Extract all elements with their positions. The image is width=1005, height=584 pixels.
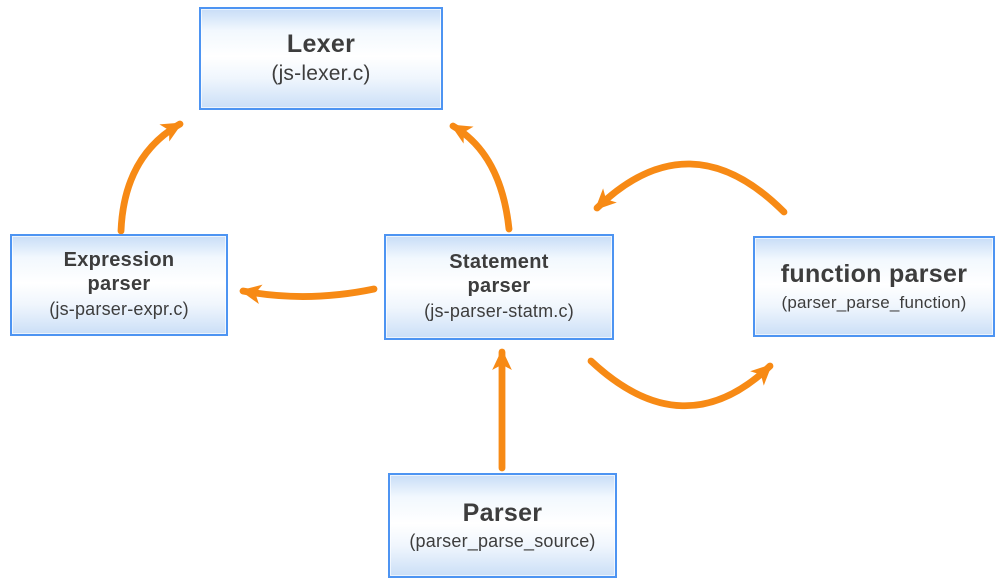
arrow-statement-parser-to-lexer	[449, 122, 513, 233]
node-statement-parser-title: Statement parser	[449, 251, 549, 297]
node-lexer: Lexer (js-lexer.c)	[199, 7, 443, 110]
node-expression-parser: Expression parser (js-parser-expr.c)	[10, 234, 228, 336]
arrow-statement-parser-to-function-parser	[587, 357, 774, 410]
node-lexer-subtitle: (js-lexer.c)	[271, 62, 371, 86]
arrow-function-parser-to-statement-parser	[593, 160, 788, 216]
node-parser-title: Parser	[462, 498, 543, 527]
node-expression-parser-title: Expression parser	[63, 249, 175, 295]
arrow-expression-parser-to-lexer	[117, 120, 184, 235]
node-statement-parser-subtitle: (js-parser-statm.c)	[424, 301, 574, 322]
node-parser: Parser (parser_parse_source)	[388, 473, 617, 578]
node-statement-parser: Statement parser (js-parser-statm.c)	[384, 234, 614, 340]
node-lexer-title: Lexer	[286, 29, 356, 58]
node-parser-subtitle: (parser_parse_source)	[409, 531, 596, 551]
node-function-parser-title: function parser	[780, 260, 968, 289]
node-function-parser-subtitle: (parser_parse_function)	[781, 292, 967, 312]
node-function-parser: function parser (parser_parse_function)	[753, 236, 995, 337]
node-expression-parser-subtitle: (js-parser-expr.c)	[49, 299, 189, 320]
arrow-statement-parser-to-expression-parser	[239, 284, 378, 305]
